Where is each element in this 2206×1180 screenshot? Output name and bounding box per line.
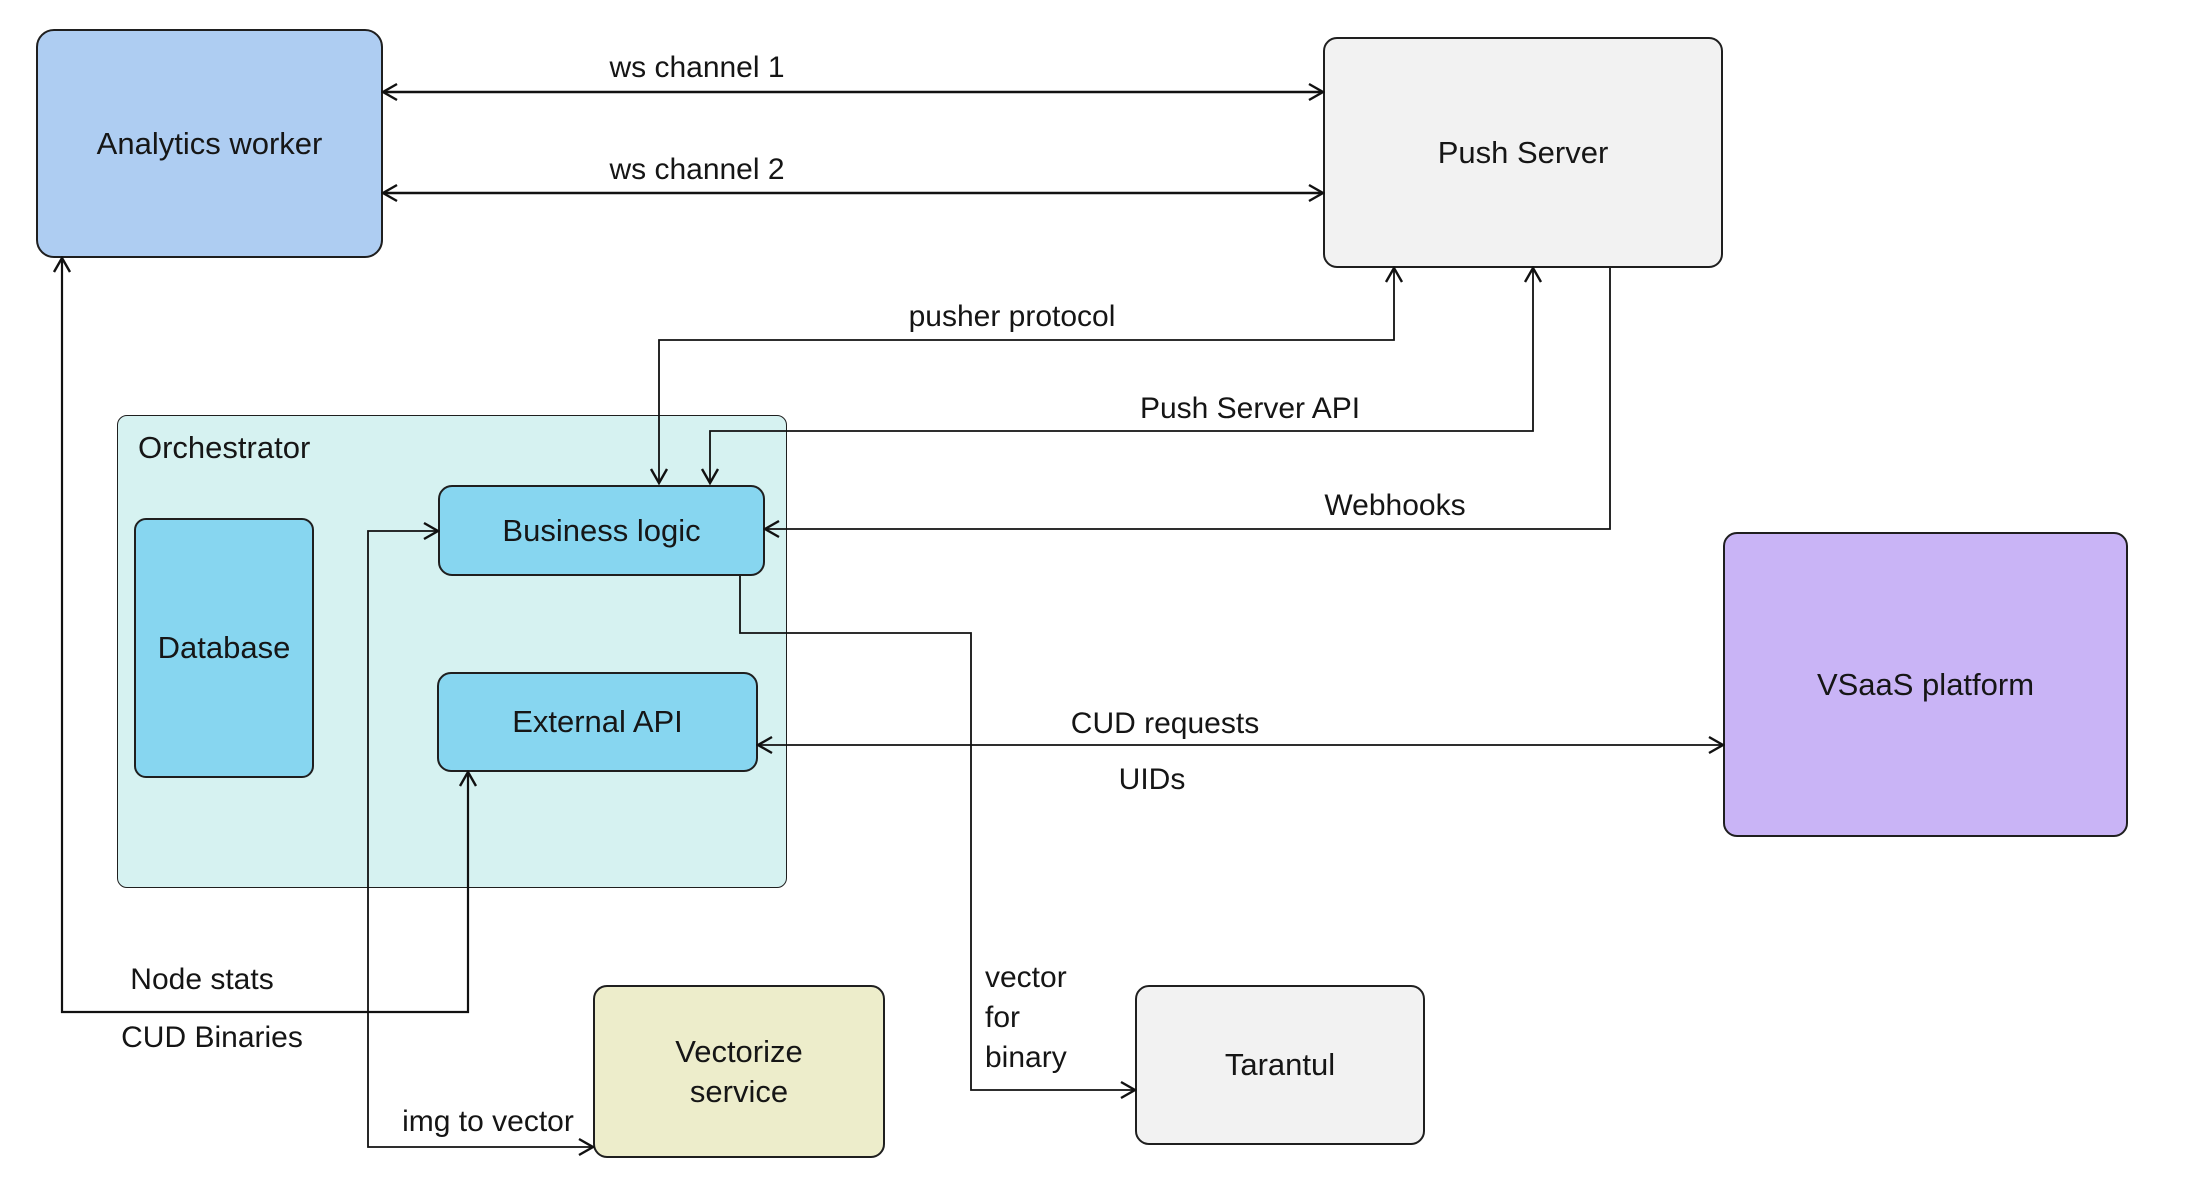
node-analytics-worker: Analytics worker [36,29,383,258]
edge-label-uids: UIDs [1118,763,1186,796]
node-orchestrator-label: Orchestrator [138,430,311,465]
node-push-server-label: Push Server [1437,134,1609,170]
node-business-logic: Business logic [438,485,765,576]
edge-label-webhooks: Webhooks [1324,489,1466,522]
node-vsaas-platform: VSaaS platform [1723,532,2128,837]
node-external-api: External API [437,672,758,772]
edge-label-ws-channel-2: ws channel 2 [609,153,785,186]
node-vectorize-service-label: Vectorize service [675,1033,803,1109]
node-business-logic-label: Business logic [502,512,701,548]
node-database-label: Database [157,630,291,665]
node-vectorize-service: Vectorize service [593,985,885,1158]
edge-label-cud-requests: CUD requests [1070,707,1260,740]
edge-label-node-stats: Node stats [130,963,274,996]
edge-label-cud-binaries: CUD Binaries [121,1021,303,1054]
node-vsaas-platform-label: VSaaS platform [1816,666,2035,702]
edge-label-push-server-api: Push Server API [1139,392,1361,425]
node-push-server: Push Server [1323,37,1723,268]
node-external-api-label: External API [512,704,683,739]
node-tarantul: Tarantul [1135,985,1425,1145]
node-analytics-worker-label: Analytics worker [96,125,323,161]
node-database: Database [134,518,314,778]
edge-push-server-api [710,268,1533,483]
edge-label-vector-for-binary: vector for binary [985,961,1067,1074]
edge-label-pusher-protocol: pusher protocol [908,300,1116,333]
node-tarantul-label: Tarantul [1224,1047,1336,1082]
edge-label-img-to-vector: img to vector [402,1105,574,1138]
edge-label-ws-channel-1: ws channel 1 [609,51,785,84]
